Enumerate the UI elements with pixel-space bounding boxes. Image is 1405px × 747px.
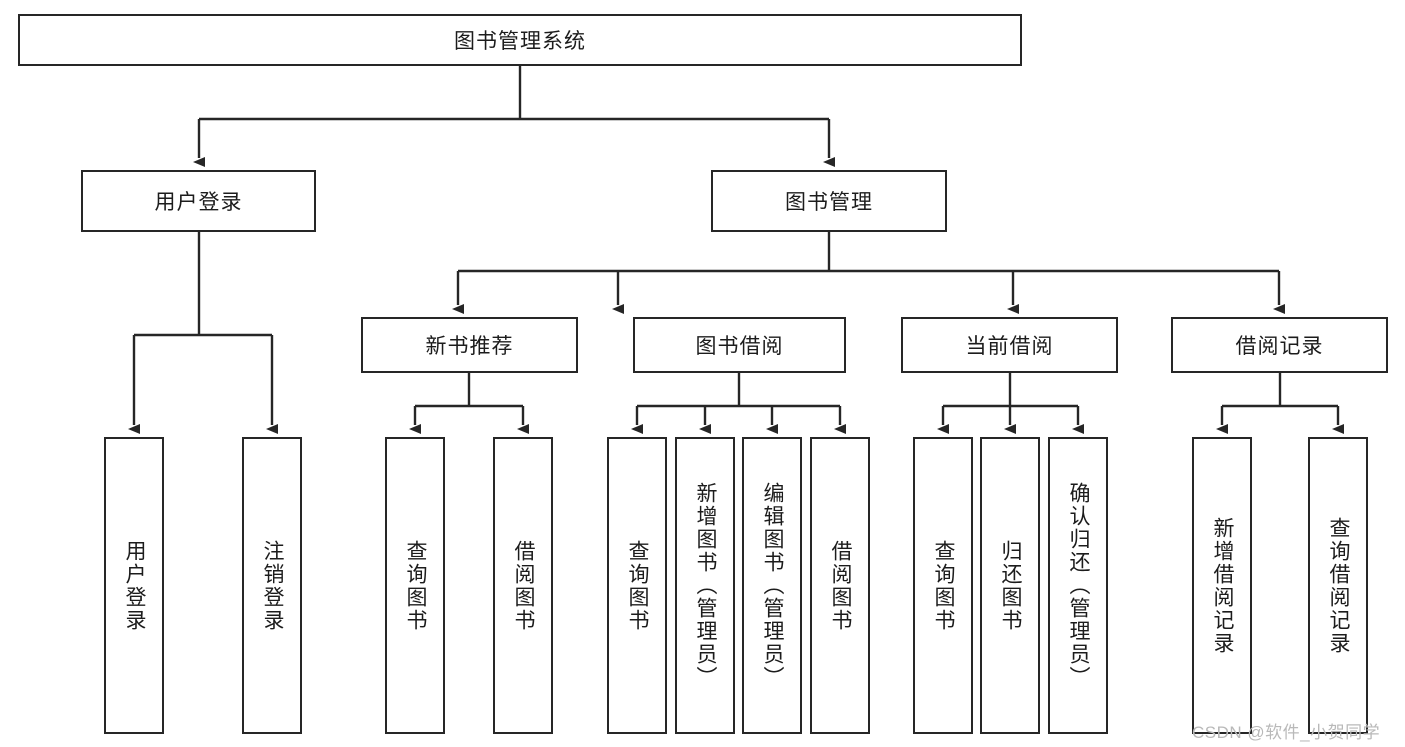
- leaf-record-add-record[interactable]: 新增借阅记录: [1192, 437, 1252, 734]
- node-label: 编辑图书（管理员）: [761, 482, 785, 689]
- leaf-current-confirm-return-admin[interactable]: 确认归还（管理员）: [1048, 437, 1108, 734]
- node-label: 用户登录: [154, 191, 243, 214]
- node-label: 借阅图书: [829, 539, 853, 632]
- node-label: 用户登录: [123, 539, 147, 632]
- node-label: 查询图书: [626, 539, 650, 632]
- leaf-recommend-borrow-book[interactable]: 借阅图书: [493, 437, 553, 734]
- node-label: 确认归还（管理员）: [1067, 482, 1091, 689]
- node-current-borrow[interactable]: 当前借阅: [901, 317, 1118, 373]
- node-label: 查询图书: [932, 539, 956, 632]
- node-label: 借阅记录: [1235, 335, 1324, 358]
- node-label: 注销登录: [261, 539, 285, 632]
- leaf-current-query-book[interactable]: 查询图书: [913, 437, 973, 734]
- leaf-current-return-book[interactable]: 归还图书: [980, 437, 1040, 734]
- node-label: 图书管理系统: [454, 30, 586, 53]
- leaf-borrow-edit-book-admin[interactable]: 编辑图书（管理员）: [742, 437, 802, 734]
- leaf-borrow-add-book-admin[interactable]: 新增图书（管理员）: [675, 437, 735, 734]
- node-book-management[interactable]: 图书管理: [711, 170, 947, 232]
- node-label: 查询借阅记录: [1327, 516, 1351, 655]
- node-label: 新书推荐: [425, 335, 514, 358]
- leaf-record-query-record[interactable]: 查询借阅记录: [1308, 437, 1368, 734]
- node-root-system[interactable]: 图书管理系统: [18, 14, 1022, 66]
- leaf-recommend-query-book[interactable]: 查询图书: [385, 437, 445, 734]
- leaf-borrow-borrow-book[interactable]: 借阅图书: [810, 437, 870, 734]
- node-label: 图书借阅: [695, 335, 784, 358]
- node-label: 当前借阅: [965, 335, 1054, 358]
- leaf-borrow-query-book[interactable]: 查询图书: [607, 437, 667, 734]
- node-label: 归还图书: [999, 539, 1023, 632]
- node-book-borrow[interactable]: 图书借阅: [633, 317, 846, 373]
- leaf-user-login[interactable]: 用户登录: [104, 437, 164, 734]
- node-label: 借阅图书: [512, 539, 536, 632]
- node-label: 新增图书（管理员）: [694, 482, 718, 689]
- node-user-login[interactable]: 用户登录: [81, 170, 316, 232]
- leaf-user-logout[interactable]: 注销登录: [242, 437, 302, 734]
- node-new-book-recommend[interactable]: 新书推荐: [361, 317, 578, 373]
- node-borrow-record[interactable]: 借阅记录: [1171, 317, 1388, 373]
- node-label: 新增借阅记录: [1211, 516, 1235, 655]
- node-label: 查询图书: [404, 539, 428, 632]
- node-label: 图书管理: [785, 191, 873, 214]
- watermark-text: CSDN @软件_小贺同学: [1192, 723, 1381, 742]
